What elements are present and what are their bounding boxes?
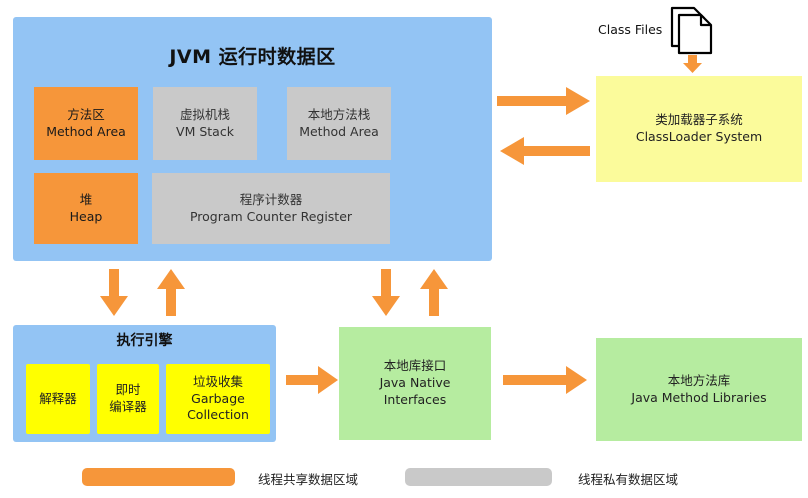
jvm-title: JVM 运行时数据区 [169,46,336,68]
arrow-loader-to-jvm [500,137,590,165]
arrow-jvm-to-engine [100,269,128,316]
garbage-collection-box: 垃圾收集 Garbage Collection [166,364,270,434]
heap-en: Heap [69,208,103,224]
execution-engine-title: 执行引擎 [116,333,173,349]
arrow-engine-to-native [286,366,338,394]
native-libraries-cn: 本地方法库 [667,372,731,388]
vm-stack-box: 虚拟机栈 VM Stack [153,87,257,160]
native-interface-box: 本地库接口 Java Native Interfaces [339,327,491,440]
vm-stack-cn: 虚拟机栈 [179,106,230,122]
pc-register-box: 程序计数器 Program Counter Register [152,173,390,244]
jit-compiler-box: 即时 编译器 [97,364,159,434]
legend-shared-swatch [82,468,235,486]
arrow-class-files-to-loader [683,55,702,73]
class-loader-en: ClassLoader System [635,129,763,144]
legend-private-label: 线程私有数据区域 [578,472,679,487]
native-libraries-en: Java Method Libraries [631,389,767,405]
native-libraries-box: 本地方法库 Java Method Libraries [596,338,802,441]
jit-line2: 编译器 [109,399,147,414]
gc-en2: Collection [187,407,249,423]
class-loader-cn: 类加载器子系统 [655,112,743,128]
native-method-stack-box: 本地方法栈 Method Area [287,87,391,160]
interpreter-cn: 解释器 [39,390,77,406]
class-files-label: Class Files [598,22,663,37]
legend-shared-label: 线程共享数据区域 [258,472,359,487]
arrow-native-to-libraries [503,366,587,394]
gc-en1: Garbage [191,390,245,406]
arrow-engine-to-jvm [157,269,185,316]
arrow-jvm-to-native [372,269,400,316]
native-method-stack-cn: 本地方法栈 [307,106,371,122]
method-area-en: Method Area [46,123,126,139]
pc-register-cn: 程序计数器 [239,191,303,207]
native-interface-en2: Interfaces [383,391,447,407]
document-icon [670,6,713,55]
vm-stack-en: VM Stack [176,123,234,139]
method-area-cn: 方法区 [67,106,105,122]
pc-register-en: Program Counter Register [189,208,353,224]
legend-private-swatch [405,468,552,486]
heap-cn: 堆 [79,191,93,207]
interpreter-box: 解释器 [26,364,90,434]
native-method-stack-en: Method Area [299,123,379,139]
native-interface-cn: 本地库接口 [383,358,447,374]
arrow-native-to-jvm [420,269,448,316]
native-interface-en1: Java Native [379,375,451,391]
method-area-box: 方法区 Method Area [34,87,138,160]
arrow-jvm-to-loader [497,87,590,115]
gc-cn: 垃圾收集 [192,373,243,389]
jit-line1: 即时 [115,382,141,398]
heap-box: 堆 Heap [34,173,138,244]
class-loader-box: 类加载器子系统 ClassLoader System [596,76,802,182]
